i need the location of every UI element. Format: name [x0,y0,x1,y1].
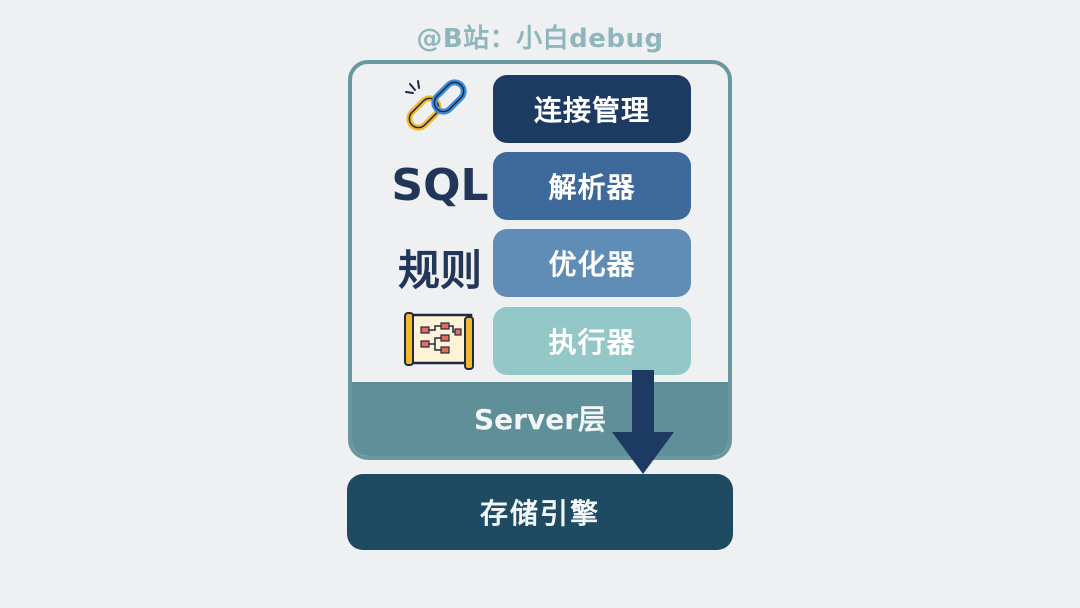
rules-label: 规则 [397,246,482,295]
layer-connection-manager: 连接管理 [493,75,691,143]
storage-engine-block: 存储引擎 [347,474,733,550]
layer-optimizer: 优化器 [493,229,691,297]
sql-label: SQL [391,160,489,211]
watermark: @B站：小白debug [416,24,664,54]
down-arrow-icon [612,370,674,474]
flowchart-scroll-icon [404,312,474,370]
layer-executor: 执行器 [493,307,691,375]
layer-parser: 解析器 [493,152,691,220]
chain-link-icon [405,79,467,131]
server-layer-label: Server层 [473,403,607,436]
